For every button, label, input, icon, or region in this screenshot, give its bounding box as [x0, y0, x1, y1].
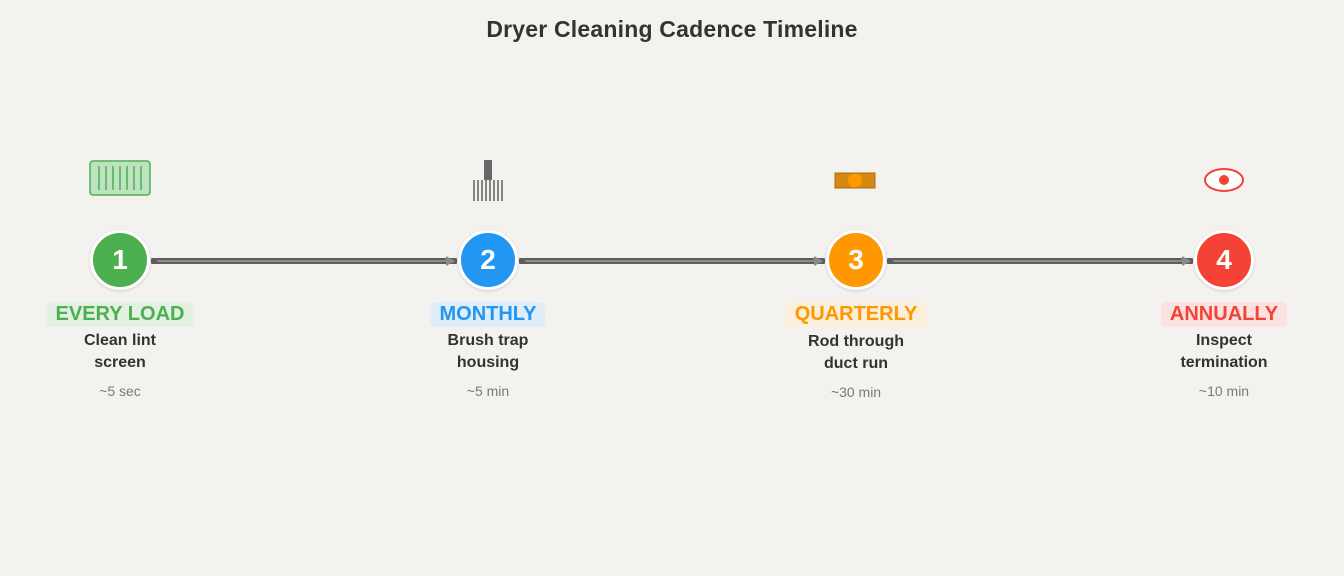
arrow-icon: [1182, 256, 1191, 266]
arrow-icon: [814, 256, 823, 266]
frequency-label: MONTHLY: [430, 302, 546, 327]
frequency-label: QUARTERLY: [785, 302, 927, 327]
eye-icon: [1202, 166, 1246, 199]
frequency-label: EVERY LOAD: [46, 302, 194, 327]
timeline-connector-2-3: [519, 256, 825, 266]
timeline-step-quarterly: 3 QUARTERLY Rod through duct run ~30 min: [746, 150, 966, 410]
duct-rod-icon: [834, 171, 878, 196]
task-description: Rod through duct run: [808, 333, 904, 372]
timeline-connector-1-2: [151, 256, 457, 266]
lint-screen-icon: [89, 160, 151, 201]
frequency-label: ANNUALLY: [1160, 302, 1288, 327]
step-number-badge: 3: [826, 230, 886, 290]
task-duration: ~5 sec: [99, 383, 141, 399]
step-number-badge: 1: [90, 230, 150, 290]
arrow-icon: [446, 256, 455, 266]
task-description: Brush trap housing: [447, 332, 529, 371]
page-title: Dryer Cleaning Cadence Timeline: [486, 16, 858, 42]
task-duration: ~10 min: [1198, 383, 1250, 399]
timeline-step-monthly: 2 MONTHLY Brush trap housing ~5 min: [378, 150, 598, 410]
timeline-step-annually: 4 ANNUALLY Inspect termination ~10 min: [1114, 150, 1334, 410]
task-description: Clean lint screen: [83, 332, 156, 371]
step-number-badge: 2: [458, 230, 518, 290]
task-description: Inspect termination: [1180, 332, 1268, 371]
task-duration: ~5 min: [466, 383, 510, 399]
timeline-step-every-load: 1 EVERY LOAD Clean lint screen ~5 sec: [10, 150, 230, 410]
task-duration: ~30 min: [830, 384, 882, 400]
timeline-connector-3-4: [887, 256, 1193, 266]
step-number-badge: 4: [1194, 230, 1254, 290]
brush-icon: [471, 159, 505, 208]
